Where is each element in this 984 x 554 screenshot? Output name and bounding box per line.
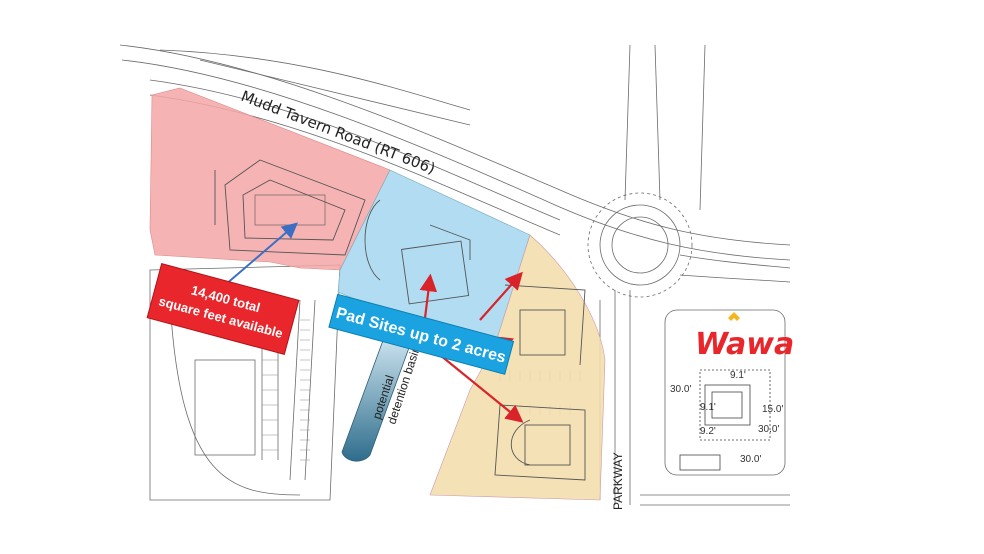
dimension-label: 30.0' xyxy=(740,454,761,465)
callout-square-feet: 14,400 total square feet available xyxy=(146,262,300,356)
wawa-store-footprint xyxy=(679,369,771,471)
dimension-label: 9.1' xyxy=(700,402,716,413)
arrow-blue-to-red-parcel xyxy=(224,222,299,286)
dimension-label: 15.0' xyxy=(762,404,783,415)
tan-parcel-buildings xyxy=(494,284,586,481)
dimension-label: 9.2' xyxy=(700,426,716,437)
arrow-pad-to-blue xyxy=(419,273,438,319)
goose-icon xyxy=(728,312,740,321)
arrow-pad-to-tan-lower xyxy=(439,354,524,423)
zone-tan-parcel xyxy=(429,234,606,501)
detention-basin xyxy=(341,334,411,462)
wawa-logo-text: Wawa xyxy=(695,327,794,362)
dimension-label: 30.0' xyxy=(670,384,691,395)
arrow-pad-to-tan-upper xyxy=(479,271,523,321)
dimension-label: 30.0' xyxy=(758,424,779,435)
wawa-logo: Wawa xyxy=(695,312,794,362)
dimension-label: 9.1' xyxy=(730,370,746,381)
road-label-parkway: PARKWAY xyxy=(611,452,625,510)
dimension-labels: 30.0' 9.1' 15.0' 9.2' 30.0' 30.0' 9.1' xyxy=(670,370,783,465)
blue-parcel-building xyxy=(364,199,471,305)
